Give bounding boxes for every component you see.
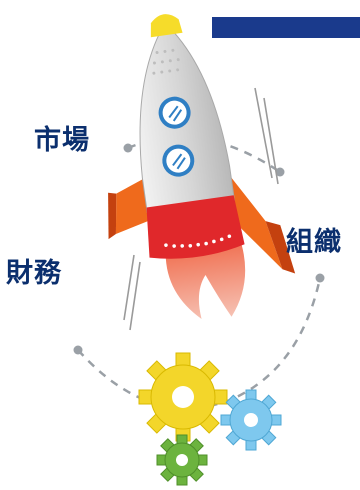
rocket-icon — [108, 14, 296, 319]
orbit-dot — [123, 143, 133, 153]
orbit-dot — [73, 345, 83, 355]
rocket-window — [162, 144, 195, 177]
banner-bar — [212, 17, 360, 38]
rocket-window — [158, 96, 191, 129]
orbit-dot — [315, 273, 325, 283]
label-organization: 組織 — [286, 227, 342, 258]
orbit-dot — [275, 167, 285, 177]
gear-icon — [138, 352, 228, 442]
gear-icon — [156, 434, 208, 486]
speed-lines — [123, 87, 279, 331]
label-market: 市場 — [34, 125, 90, 156]
label-finance: 財務 — [6, 258, 62, 289]
gear-icon — [220, 389, 282, 451]
